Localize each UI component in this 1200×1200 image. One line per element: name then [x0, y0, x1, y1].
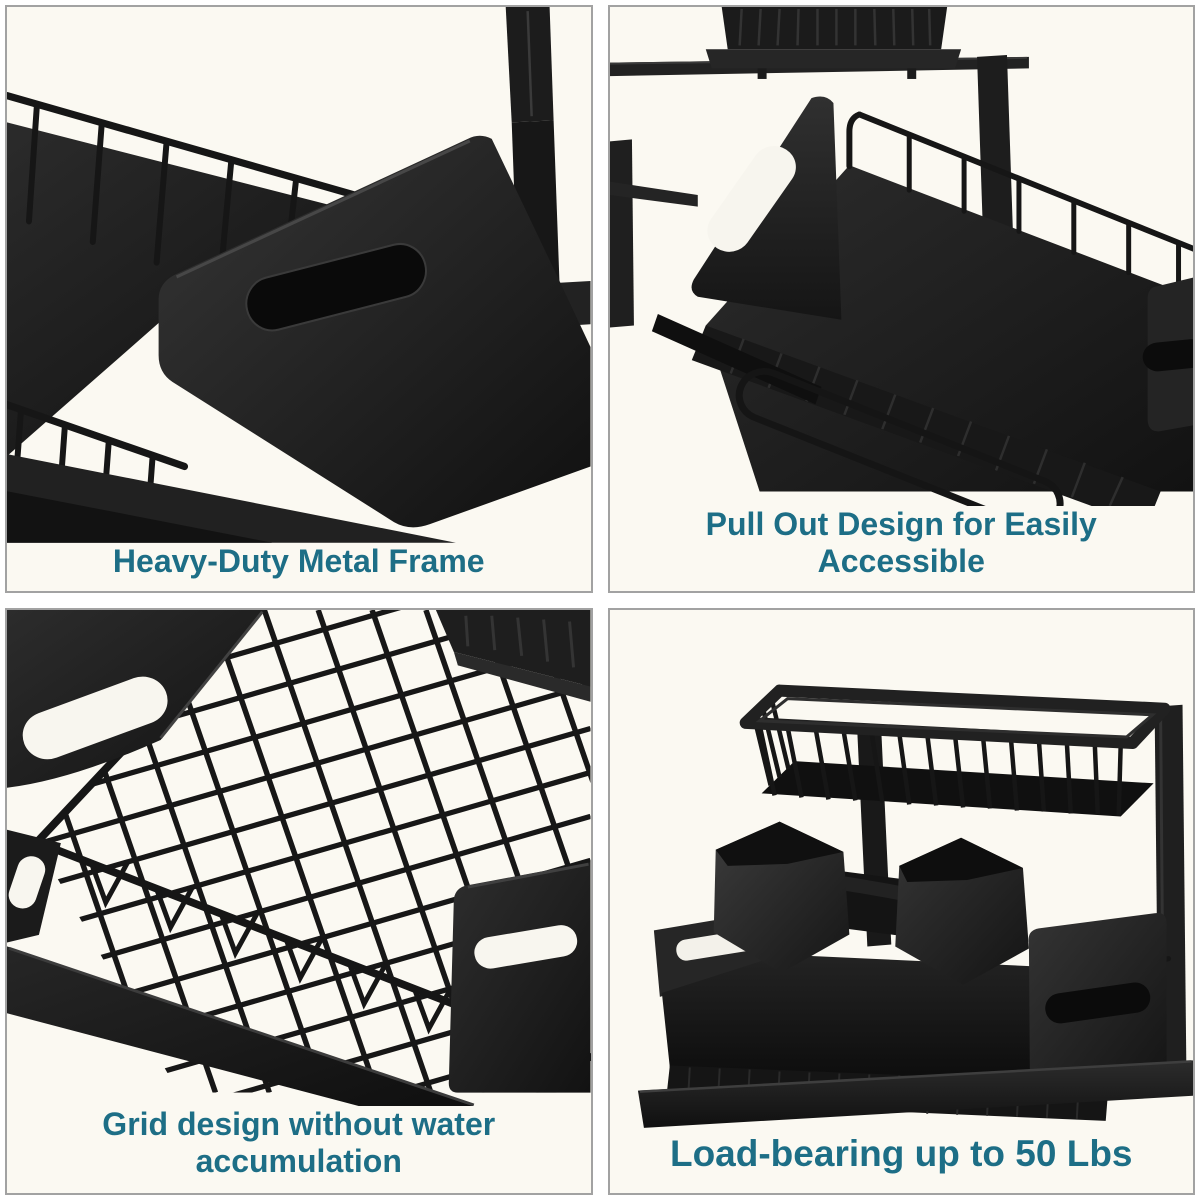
photo-pull-out-design — [609, 7, 1193, 506]
feature-panel-pull-out: Pull Out Design for Easily Accessible — [607, 5, 1195, 593]
pull-out-illustration — [609, 7, 1193, 506]
tray-near-panel-with-handle — [1028, 912, 1167, 1093]
caption-heavy-duty: Heavy-Duty Metal Frame — [112, 542, 485, 579]
pull-wire-handle — [735, 368, 1064, 506]
caption-pull-out: Pull Out Design for Easily Accessible — [705, 505, 1097, 579]
caption-grid-design: Grid design without water accumulation — [102, 1106, 496, 1180]
heavy-duty-frame-illustration — [7, 7, 591, 543]
left-panel-fragment — [7, 829, 61, 943]
caption-load-bearing: Load-bearing up to 50 Lbs — [669, 1133, 1133, 1175]
dumbbell-left-head — [713, 821, 849, 973]
upper-basket-fragment — [705, 7, 961, 79]
feature-panel-grid-design: Grid design without water accumulation — [5, 607, 593, 1195]
slide-rail — [651, 314, 821, 405]
corner-panel-with-handle — [7, 609, 265, 788]
dumbbell-right-head — [894, 837, 1029, 985]
load-bearing-illustration — [637, 684, 1193, 1128]
feature-panel-heavy-duty: Heavy-Duty Metal Frame — [5, 5, 593, 593]
frame-left-rails — [609, 139, 698, 328]
side-panel-with-handle — [158, 135, 591, 528]
base-rail — [7, 945, 476, 1107]
feature-panel-load-bearing: Load-bearing up to 50 Lbs — [607, 607, 1195, 1195]
adjacent-ribbed-part — [435, 609, 591, 702]
tray-back-wire-rail — [845, 111, 1193, 295]
handle-cutout — [22, 676, 168, 759]
right-side-panel — [1142, 277, 1193, 432]
handle-cutout — [1142, 339, 1193, 372]
hex-dumbbell — [713, 821, 1029, 985]
handle-cutout — [1044, 982, 1150, 1023]
near-side-panel-with-handle — [448, 861, 591, 1093]
photo-heavy-duty-frame — [7, 7, 591, 543]
photo-grid-design — [7, 609, 591, 1107]
handle-cutout — [706, 145, 796, 252]
tray-back-panel-with-handle — [691, 96, 841, 320]
tray-interior — [661, 954, 1129, 1086]
base-rail — [637, 1059, 1193, 1128]
handle-cutout — [474, 924, 578, 969]
photo-load-bearing — [610, 610, 1193, 1134]
handle-cutout — [245, 242, 427, 332]
top-wire-basket — [739, 684, 1171, 817]
grid-design-illustration — [7, 609, 591, 1107]
